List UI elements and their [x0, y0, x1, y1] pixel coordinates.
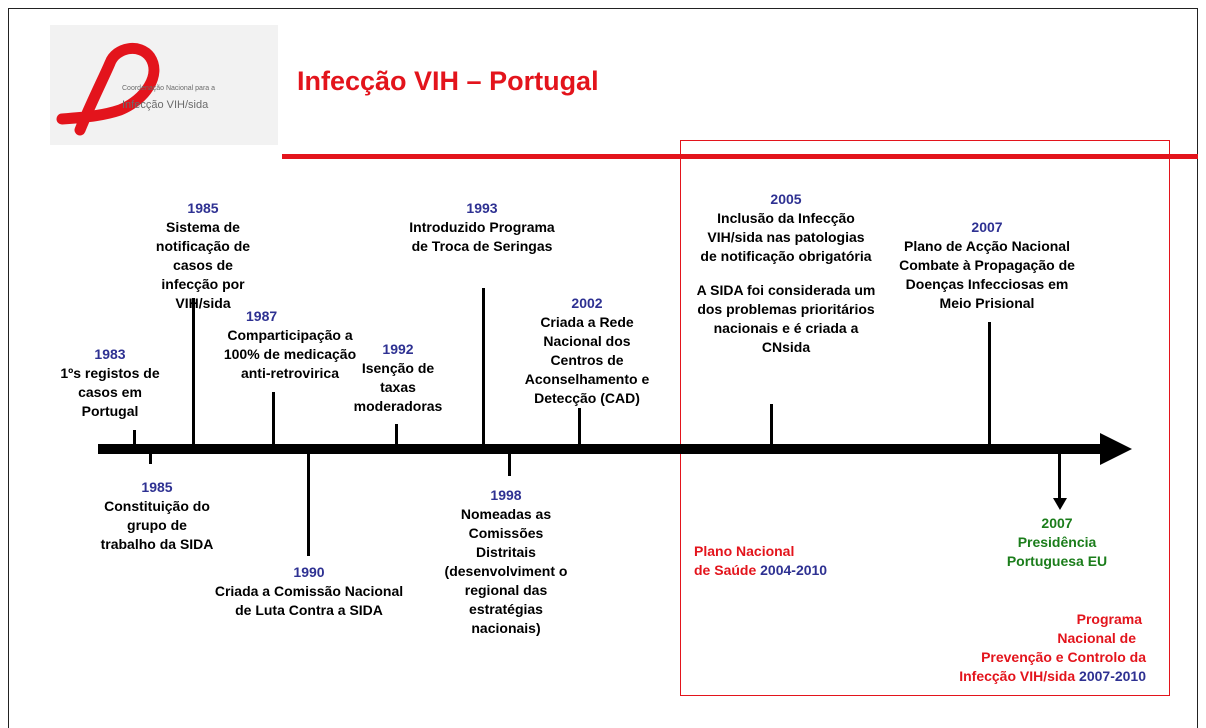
plan-name-line2: de Saúde	[694, 562, 757, 578]
tick-1993	[482, 288, 485, 446]
programa-nacional: Programa Nacional de Prevenção e Control…	[900, 610, 1146, 686]
event-year: 2007	[1041, 515, 1073, 531]
tick-1992	[395, 424, 398, 446]
event-1993: 1993 Introduzido Programa de Troca de Se…	[404, 199, 560, 256]
page-title: Infecção VIH – Portugal	[297, 66, 599, 96]
event-year: 1993	[466, 200, 498, 216]
program-line4: Infecção VIH/sida	[959, 668, 1076, 684]
event-text-secondary: A SIDA foi considerada um dos problemas …	[696, 282, 876, 355]
event-text: Nomeadas as Comissões Distritais (desenv…	[444, 506, 568, 636]
event-1992: 1992 Isenção de taxas moderadoras	[346, 340, 450, 416]
event-year: 2007	[971, 219, 1003, 235]
program-line2: Nacional de	[1057, 630, 1136, 646]
timeline-arrow-icon	[1100, 433, 1132, 465]
tick-1990	[307, 452, 310, 556]
event-1987: 1987 Comparticipação a 100% de medicação…	[210, 307, 370, 383]
highlight-box	[680, 140, 1170, 696]
tick-1985-below	[149, 452, 152, 464]
event-text: Introduzido Programa de Troca de Seringa…	[409, 219, 555, 254]
logo-subtitle: Coordenação Nacional para a	[122, 85, 216, 92]
event-text: Plano de Acção Nacional Combate à Propag…	[899, 238, 1075, 311]
event-year: 1998	[490, 487, 522, 503]
plan-name-line1: Plano Nacional	[694, 543, 795, 559]
tick-1985-above	[192, 298, 195, 446]
program-line1: Programa	[1076, 611, 1142, 627]
plano-nacional-saude: Plano Nacional de Saúde 2004-2010	[694, 542, 827, 580]
event-text: Criada a Rede Nacional dos Centros de Ac…	[524, 314, 650, 406]
tick-2007-above	[988, 322, 991, 446]
event-text: Sistema de notificação de casos de infec…	[155, 219, 251, 311]
event-text: Presidência Portuguesa EU	[1006, 534, 1108, 569]
event-text: Constituição do grupo de trabalho da SID…	[100, 498, 214, 552]
event-year: 1990	[293, 564, 325, 580]
tick-1987	[272, 392, 275, 446]
event-year: 1992	[382, 341, 414, 357]
event-1990: 1990 Criada a Comissão Nacional de Luta …	[206, 563, 412, 620]
event-1985-working-group: 1985 Constituição do grupo de trabalho d…	[98, 478, 216, 554]
tick-2007-below	[1058, 452, 1061, 500]
down-arrow-icon	[1053, 498, 1067, 510]
timeline-axis	[98, 444, 1102, 454]
event-year: 2005	[770, 191, 802, 207]
logo: Coordenação Nacional para a Infecção VIH…	[50, 25, 278, 145]
tick-1983	[133, 430, 136, 446]
event-year: 1983	[94, 346, 126, 362]
event-year: 1985	[187, 200, 219, 216]
title-underline	[282, 154, 1198, 159]
plan-years: 2004-2010	[760, 562, 828, 578]
event-year: 2002	[571, 295, 603, 311]
tick-1998	[508, 452, 511, 476]
event-2007-prison: 2007 Plano de Acção Nacional Combate à P…	[896, 218, 1078, 313]
event-2005: 2005 Inclusão da Infecção VIH/sida nas p…	[688, 190, 884, 357]
event-1983: 1983 1ºs registos de casos em Portugal	[48, 345, 172, 421]
event-year: 1987	[246, 308, 278, 324]
event-text: Inclusão da Infecção VIH/sida nas patolo…	[700, 210, 872, 264]
program-years: 2007-2010	[1079, 668, 1146, 684]
red-ribbon-icon	[56, 43, 160, 136]
plan-name-line2-wrap: de Saúde 2004-2010	[694, 561, 827, 580]
event-text: Isenção de taxas moderadoras	[353, 360, 443, 414]
tick-2005	[770, 404, 773, 446]
event-1998: 1998 Nomeadas as Comissões Distritais (d…	[444, 486, 568, 638]
logo-name: Infecção VIH/sida	[122, 99, 209, 111]
event-year: 1985	[141, 479, 173, 495]
program-line3: Prevenção e Controlo da	[981, 649, 1146, 665]
event-text: Criada a Comissão Nacional de Luta Contr…	[214, 583, 404, 618]
event-text: Comparticipação a 100% de medicação anti…	[223, 327, 357, 381]
event-2002: 2002 Criada a Rede Nacional dos Centros …	[522, 294, 652, 408]
event-1985-notification: 1985 Sistema de notificação de casos de …	[145, 199, 261, 313]
program-line4-wrap: Infecção VIH/sida 2007-2010	[900, 667, 1146, 686]
tick-2002	[578, 408, 581, 446]
event-2007-presidency: 2007 Presidência Portuguesa EU	[962, 514, 1152, 571]
slide-frame	[8, 8, 1198, 728]
event-text: 1ºs registos de casos em Portugal	[60, 365, 160, 419]
